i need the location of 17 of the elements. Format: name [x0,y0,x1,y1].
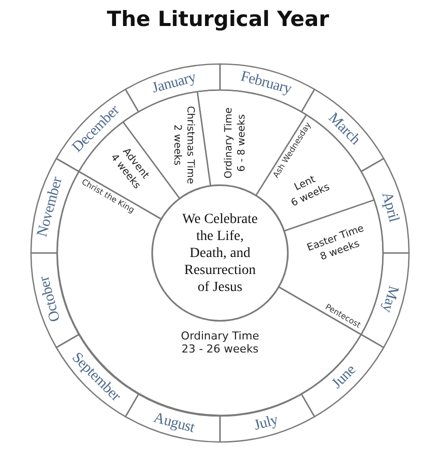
center-text: We Celebrate the Life, Death, and Resurrection of Jesus [181,210,259,296]
season-duration: 6 - 8 weeks [236,113,248,174]
month-name: April [378,190,402,224]
season-duration: 23 - 26 weeks [180,343,260,356]
season-name: Ordinary Time [180,330,260,343]
month-name: October [36,274,64,323]
month-name: July [252,412,280,434]
month-name: February [238,68,293,98]
month-name: May [378,284,402,314]
month-name: June [329,362,360,392]
month-name: November [34,176,66,239]
title: The Liturgical Year [106,7,330,31]
season-name: Christmas Time [184,106,196,184]
season-duration: 2 weeks [171,123,183,168]
month-name: August [152,410,197,436]
season-name: Ordinary Time [224,107,236,179]
month-name: January [150,70,198,96]
